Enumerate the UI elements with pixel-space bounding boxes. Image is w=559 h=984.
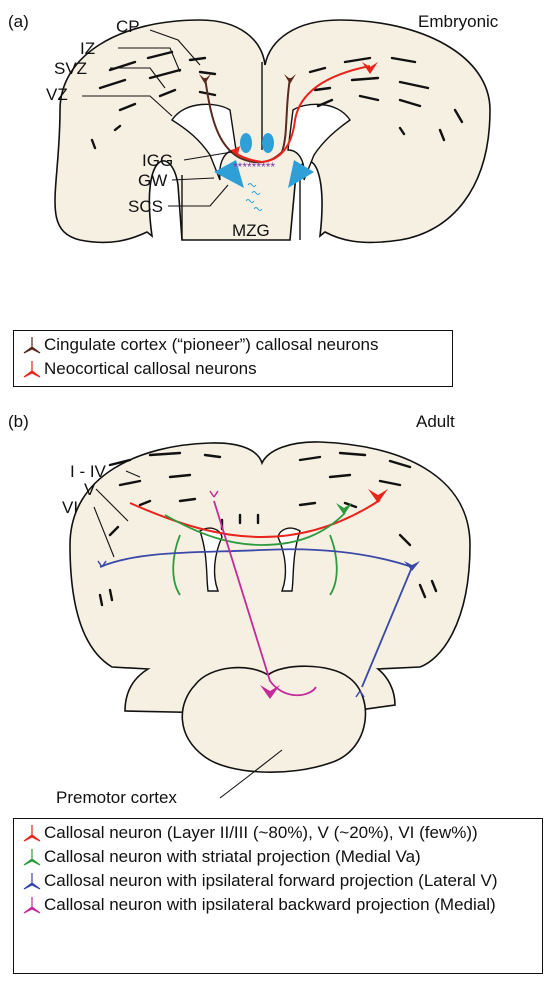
label-layers-1-4: I - IV — [70, 462, 107, 481]
neuron-icon — [23, 361, 41, 378]
panel-a-legend: Cingulate cortex (“pioneer”) callosal ne… — [13, 330, 453, 387]
blue-terminal-icon — [97, 560, 365, 698]
neuron-icon — [23, 825, 41, 842]
magenta-terminal-icon — [209, 490, 219, 498]
label-iz: IZ — [80, 39, 95, 58]
left-adult-ventricle — [199, 527, 223, 592]
panel-a-diagram: (a) Embryonic ********* — [8, 12, 499, 244]
label-mzg: MZG — [232, 221, 270, 240]
green-neuron-icon — [336, 503, 352, 515]
gw-glia-right — [288, 160, 314, 188]
label-layer-6: VI — [62, 498, 78, 517]
neocortical-axon — [231, 65, 371, 164]
adult-brain-outline — [69, 441, 471, 714]
magenta-neuron-icon — [260, 685, 280, 699]
panel-b-leader-lines — [93, 470, 283, 799]
legend-label: Callosal neuron with ipsilateral forward… — [44, 871, 498, 890]
label-igg: IGG — [142, 151, 173, 170]
embryonic-brain-outline — [54, 19, 491, 244]
label-vz: VZ — [46, 85, 68, 104]
magenta-backward-axon — [213, 500, 317, 697]
panel-b-diagram: (b) Adult I - IV V VI Premotor cortex — [8, 412, 471, 805]
red-neuron-icon — [368, 489, 388, 503]
panel-b-legend: Callosal neuron (Layer II/III (~80%), V … — [13, 818, 543, 974]
neuron-icon — [23, 849, 41, 866]
legend-item-forward: Callosal neuron with ipsilateral forward… — [20, 871, 536, 891]
legend-item-pioneer: Cingulate cortex (“pioneer”) callosal ne… — [20, 335, 446, 355]
label-layer-5: V — [84, 480, 96, 499]
legend-label: Callosal neuron (Layer II/III (~80%), V … — [44, 823, 478, 842]
panel-b-label: (b) — [8, 412, 29, 431]
label-svz: SVZ — [54, 59, 87, 78]
green-striatal-axon — [164, 512, 346, 596]
neuron-icon — [23, 873, 41, 890]
legend-item-callosal: Callosal neuron (Layer II/III (~80%), V … — [20, 823, 536, 843]
gw-glia-left — [214, 160, 244, 188]
neuron-icon — [23, 897, 41, 914]
left-ventricle — [171, 103, 237, 181]
legend-item-backward: Callosal neuron with ipsilateral backwar… — [20, 895, 536, 915]
pioneer-neuron-icon — [199, 74, 211, 84]
legend-item-neocortical: Neocortical callosal neurons — [20, 359, 446, 379]
legend-label: Cingulate cortex (“pioneer”) callosal ne… — [44, 335, 379, 354]
igg-glia-left — [240, 133, 252, 153]
panel-a-label: (a) — [8, 12, 29, 31]
panel-b-stage-title: Adult — [416, 412, 455, 431]
neuron-icon — [23, 337, 41, 354]
axon-arrowhead — [232, 146, 240, 154]
legend-label: Neocortical callosal neurons — [44, 359, 257, 378]
label-scs: SCS — [128, 197, 163, 216]
panel-a-leader-lines — [82, 29, 233, 207]
scs-marks: ********* — [233, 160, 275, 174]
label-cp: CP — [116, 17, 140, 36]
label-gw: GW — [138, 171, 167, 190]
premotor-region — [181, 665, 367, 773]
blue-forward-axon — [99, 548, 414, 688]
legend-label: Callosal neuron with ipsilateral backwar… — [44, 895, 496, 914]
mzg-marks — [245, 183, 263, 211]
igg-glia-right — [262, 133, 274, 153]
legend-label: Callosal neuron with striatal projection… — [44, 847, 421, 866]
neocortical-neuron-icon — [362, 62, 378, 74]
legend-item-striatal: Callosal neuron with striatal projection… — [20, 847, 536, 867]
pioneer-neuron-right-icon — [284, 74, 296, 84]
cortical-layer-marks — [90, 50, 464, 150]
panel-a-stage-title: Embryonic — [418, 12, 499, 31]
label-premotor: Premotor cortex — [56, 788, 177, 805]
midline — [181, 62, 301, 240]
adult-layer-marks — [98, 451, 438, 607]
blue-neuron-icon — [404, 561, 420, 571]
